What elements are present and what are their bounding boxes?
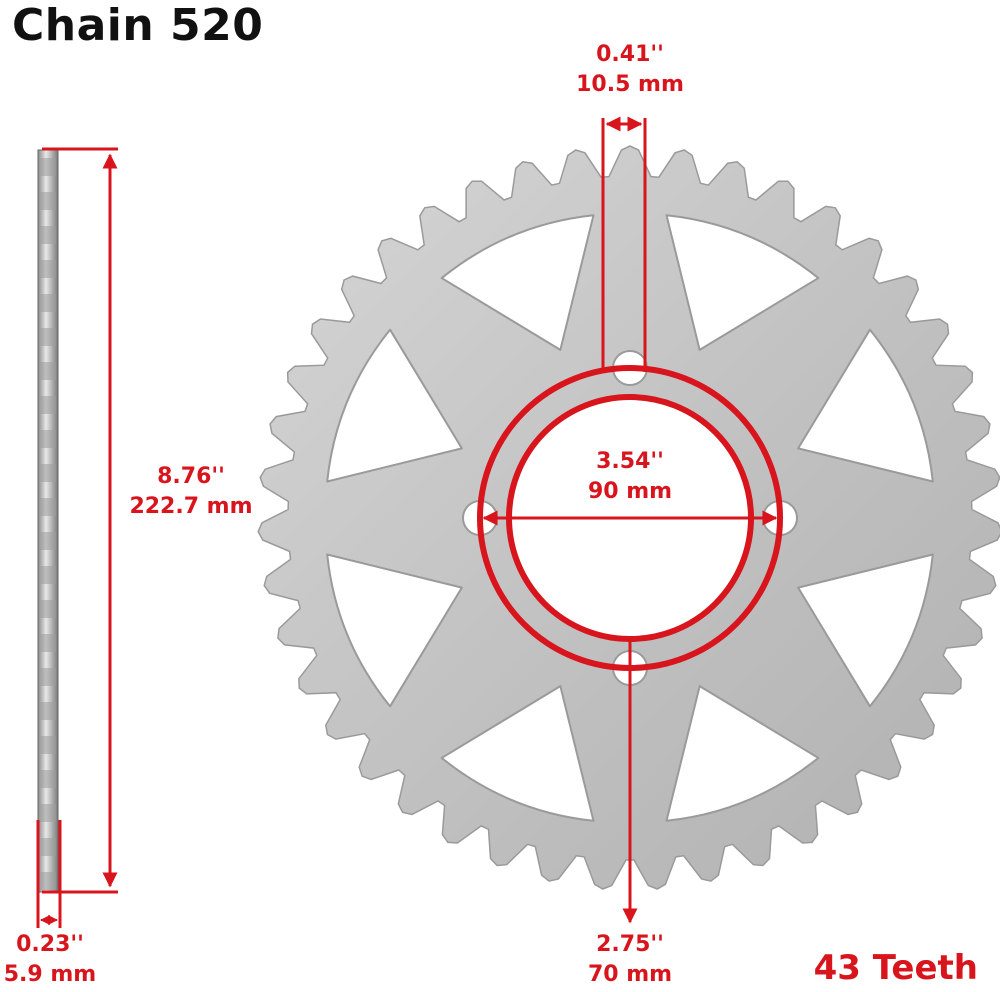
teeth-count: 43 Teeth bbox=[813, 948, 978, 988]
side-tooth bbox=[40, 498, 56, 516]
cutout bbox=[797, 553, 934, 708]
sprocket-side-view bbox=[37, 149, 59, 893]
thickness-inch: 0.23'' bbox=[16, 932, 84, 957]
side-tooth bbox=[40, 872, 56, 890]
overall-diameter-mm: 222.7 mm bbox=[129, 494, 253, 519]
cutout bbox=[326, 328, 463, 483]
side-tooth bbox=[40, 430, 56, 448]
cutout bbox=[440, 685, 595, 822]
side-tooth bbox=[40, 736, 56, 754]
side-tooth bbox=[40, 464, 56, 482]
offset-width-mm: 10.5 mm bbox=[576, 72, 684, 97]
side-tooth bbox=[40, 770, 56, 788]
side-tooth bbox=[40, 260, 56, 278]
sprocket-cutouts bbox=[326, 214, 934, 822]
bolt-circle-label: 2.75'' 70 mm bbox=[560, 930, 700, 990]
page-title: Chain 520 bbox=[12, 0, 264, 51]
cutout bbox=[440, 214, 595, 351]
overall-diameter-inch: 8.76'' bbox=[157, 464, 225, 489]
side-tooth bbox=[40, 702, 56, 720]
cutout bbox=[797, 328, 934, 483]
side-tooth bbox=[40, 566, 56, 584]
bolt-circle-inch: 2.75'' bbox=[596, 932, 664, 957]
center-bore-mm: 90 mm bbox=[587, 479, 673, 504]
offset-width-label: 0.41'' 10.5 mm bbox=[560, 40, 700, 100]
dimension-lines bbox=[36, 116, 783, 928]
side-tooth bbox=[40, 804, 56, 822]
side-tooth bbox=[40, 668, 56, 686]
thickness-mm: 5.9 mm bbox=[3, 962, 97, 987]
bolt-circle-mm: 70 mm bbox=[587, 962, 673, 987]
thickness-label: 0.23'' 5.9 mm bbox=[0, 930, 100, 990]
cutout bbox=[326, 553, 463, 708]
center-bore-label: 3.54'' 90 mm bbox=[555, 447, 705, 507]
side-tooth bbox=[40, 532, 56, 550]
side-tooth bbox=[40, 600, 56, 618]
side-tooth bbox=[40, 158, 56, 176]
side-tooth bbox=[40, 634, 56, 652]
side-tooth bbox=[40, 396, 56, 414]
cutout bbox=[665, 685, 820, 822]
side-tooth bbox=[40, 838, 56, 856]
side-tooth bbox=[40, 362, 56, 380]
side-tooth bbox=[40, 294, 56, 312]
center-bore-inch: 3.54'' bbox=[596, 449, 664, 474]
side-tooth bbox=[40, 328, 56, 346]
overall-diameter-label: 8.76'' 222.7 mm bbox=[118, 462, 264, 522]
side-tooth bbox=[40, 192, 56, 210]
side-tooth bbox=[40, 226, 56, 244]
offset-width-inch: 0.41'' bbox=[596, 42, 664, 67]
cutout bbox=[665, 214, 820, 351]
